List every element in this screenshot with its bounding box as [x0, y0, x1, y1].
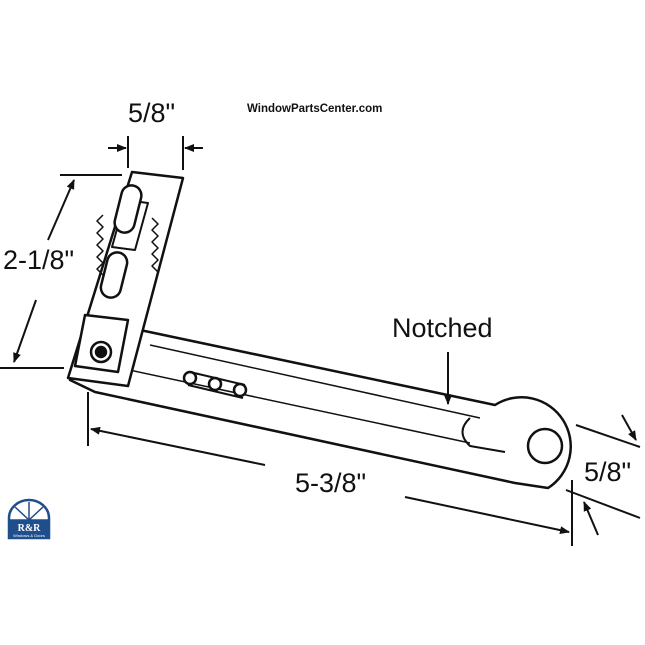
svg-text:Windows & Doors: Windows & Doors — [13, 533, 45, 538]
bracket-width-label: 5/8" — [128, 98, 176, 128]
watermark: WindowPartsCenter.com — [247, 103, 383, 115]
arm-width-label: 5/8" — [584, 457, 632, 487]
dimension-lines — [0, 136, 641, 546]
arm — [68, 328, 572, 490]
arm-hole — [526, 427, 564, 465]
arm-length-label: 5-3/8" — [295, 468, 367, 498]
bracket-height-label: 2-1/8" — [3, 245, 75, 275]
notched-label: Notched — [392, 313, 493, 343]
rr-logo: R&R Windows & Doors — [7, 498, 51, 540]
svg-text:R&R: R&R — [18, 523, 42, 534]
